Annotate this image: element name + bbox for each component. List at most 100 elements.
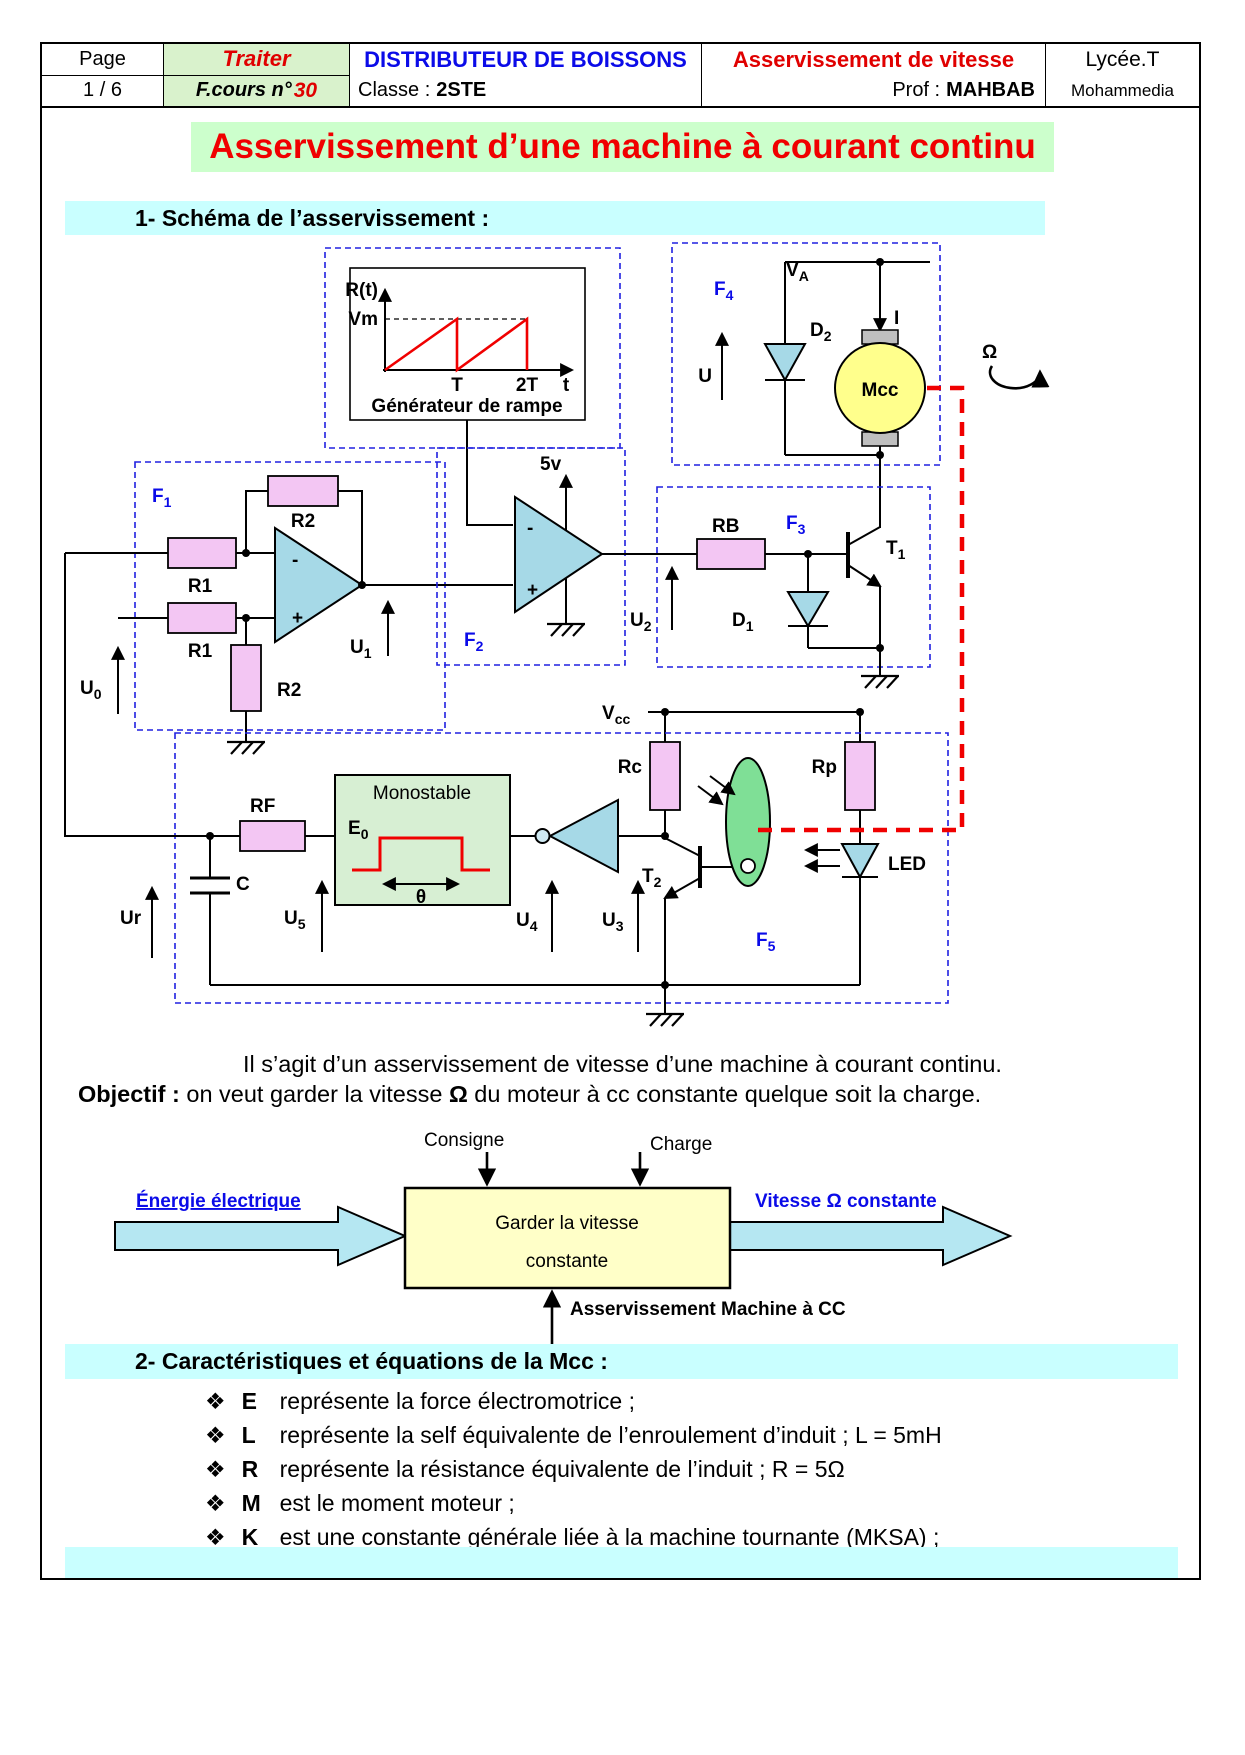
label-energie: Énergie électrique: [136, 1190, 301, 1212]
ramp-caption: Générateur de rampe: [371, 396, 562, 417]
sensor-window: [740, 858, 756, 874]
page-number: 1 / 6: [83, 79, 122, 102]
page-label: Page: [79, 47, 126, 70]
section-1-heading: 1- Schéma de l’asservissement :: [65, 201, 1045, 235]
page-title: Asservissement d’une machine à courant c…: [191, 122, 1054, 172]
comparator-plus: +: [527, 580, 538, 601]
light-arrow: [697, 785, 724, 806]
fcours-number: 30: [293, 78, 318, 102]
header-table: Page 1 / 6 Traiter F.cours n° 30 DISTRIB…: [42, 44, 1199, 108]
resistor-rp: [844, 741, 876, 811]
label-omega: Ω: [982, 342, 997, 363]
vcc-rail: Vcc: [602, 703, 864, 742]
resistor-rf: [239, 820, 306, 852]
label-tick-T: T: [451, 375, 463, 396]
classe-value: 2STE: [436, 79, 487, 101]
label-vm: Vm: [348, 309, 378, 330]
list-item: ❖ E représente la force électromotrice ;: [205, 1388, 942, 1415]
t2-collector: [664, 837, 701, 857]
characteristics-list: ❖ E représente la force électromotrice ;…: [205, 1388, 942, 1558]
label-vitesse-constante: Vitesse Ω constante: [755, 1191, 937, 1212]
section-2-heading: 2- Caractéristiques et équations de la M…: [65, 1344, 1178, 1379]
label-f4: F4: [714, 279, 734, 303]
dc-motor: [834, 342, 926, 434]
motor-brush-top: [861, 329, 899, 345]
definition: représente la résistance équivalente de …: [279, 1456, 845, 1482]
label-e0: E0: [348, 818, 369, 842]
t1-collector: [847, 526, 881, 546]
ground-symbol: [644, 1012, 686, 1028]
label-led: LED: [888, 854, 926, 875]
label-r1b: R1: [188, 641, 213, 662]
label-f1: F1: [152, 486, 172, 510]
label-rt: R(t): [345, 280, 378, 301]
term: L: [241, 1422, 256, 1448]
comparator-block-f2: - + 5v F2: [436, 447, 697, 666]
section-2-label: 2- Caractéristiques et équations de la M…: [135, 1348, 608, 1374]
motor-brush-bottom: [861, 431, 899, 447]
rotation-arrow-icon: [988, 365, 1050, 390]
output-block-arrow: [729, 1205, 1013, 1267]
classe-label: Classe :: [358, 79, 431, 101]
inverter-gate: [547, 798, 619, 874]
label-ur: Ur: [120, 908, 142, 929]
label-i: I: [894, 308, 899, 329]
diamond-bullet-icon: ❖: [205, 1422, 226, 1448]
node-dot: [242, 549, 250, 557]
definition: représente la force électromotrice ;: [279, 1388, 636, 1414]
f3-dashed-box: [656, 486, 931, 668]
header-cell-title: DISTRIBUTEUR DE BOISSONS Classe : 2STE: [350, 44, 702, 106]
diamond-bullet-icon: ❖: [205, 1456, 226, 1482]
diode-d1: [786, 591, 830, 628]
objectif-label: Objectif :: [78, 1081, 180, 1107]
light-arrow: [709, 775, 736, 796]
label-f2: F2: [464, 630, 484, 654]
resistor-rb: [696, 538, 766, 570]
prof-value: MAHBAB: [946, 79, 1035, 101]
resistor-r1-top: [167, 537, 237, 569]
definition: représente la self équivalente de l’enro…: [279, 1422, 942, 1448]
label-rf: RF: [250, 796, 275, 817]
objective-line: Objectif : on veut garder la vitesse Ω d…: [78, 1081, 1198, 1108]
pulse-waveform: [352, 836, 490, 872]
prof-label: Prof :: [892, 79, 941, 101]
objective-text: on veut garder la vitesse: [179, 1081, 449, 1107]
resistor-r2-ground: [230, 644, 262, 712]
label-u1: U1: [350, 637, 372, 661]
f4-dashed-box: [671, 242, 941, 466]
ground-symbol: [225, 740, 267, 756]
omega-symbol: Ω: [448, 1081, 468, 1107]
motor-block-f4: F4 VA I D2 U Mcc Ω: [671, 242, 1050, 528]
resistor-r2-feedback: [267, 475, 339, 507]
ground-symbol: [859, 674, 901, 690]
f5-dashed-box: [174, 732, 949, 1004]
title-row: Asservissement d’une machine à courant c…: [42, 122, 1203, 172]
label-r2b: R2: [277, 680, 301, 701]
label-tick-2T: 2T: [516, 375, 539, 396]
opamp-plus: +: [292, 608, 303, 629]
monostable-block-f5: Rc Rp T2 LED Mo: [64, 553, 949, 1028]
t1-emitter: [847, 564, 882, 588]
feedback-wire: [64, 553, 210, 837]
list-item: ❖ M est le moment moteur ;: [205, 1490, 942, 1517]
resistor-rc: [649, 741, 681, 811]
label-rb: RB: [712, 516, 739, 537]
t2-emitter: [663, 877, 701, 900]
label-u3: U3: [602, 910, 624, 934]
list-item: ❖ R représente la résistance équivalente…: [205, 1456, 942, 1483]
ramp-generator-block: R(t) Vm T 2T t Générateur de rampe: [324, 247, 621, 526]
label-t1: T1: [886, 538, 906, 562]
function-box-line1: Garder la vitesse: [495, 1213, 639, 1234]
fcours-prefix: F.cours n°: [195, 79, 292, 102]
label-r2a: R2: [291, 511, 315, 532]
label-rp: Rp: [812, 757, 837, 778]
inverter-bubble: [534, 828, 551, 844]
subject-label: Asservissement de vitesse: [732, 46, 1015, 72]
traiter-label: Traiter: [222, 46, 291, 72]
driver-block-f3: RB F3 D1 T1 U2: [630, 486, 931, 690]
school-name: Lycée.T: [1085, 47, 1160, 71]
comparator-minus: -: [527, 518, 533, 539]
label-t2: T2: [642, 866, 662, 890]
label-f3: F3: [786, 513, 806, 537]
